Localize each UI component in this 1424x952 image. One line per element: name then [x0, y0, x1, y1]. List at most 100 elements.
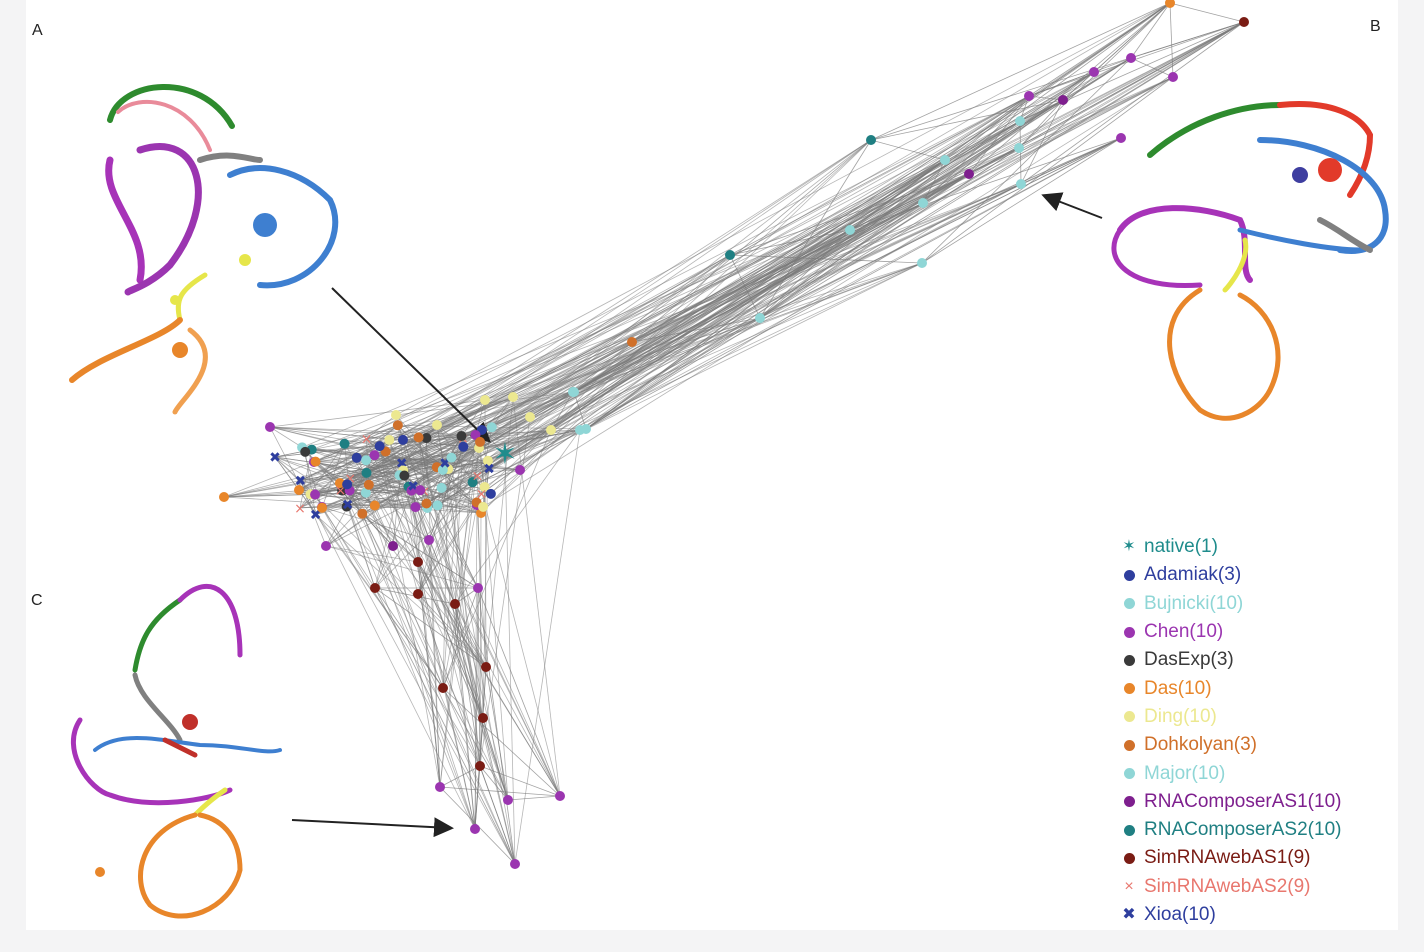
graph-node [866, 135, 876, 145]
graph-edge [418, 341, 633, 438]
graph-edge [585, 137, 1122, 430]
graph-edge [444, 95, 1030, 464]
graph-node [473, 583, 483, 593]
graph-node [437, 464, 448, 475]
legend-label: Adamiak(3) [1144, 564, 1242, 586]
graph-node [294, 485, 304, 495]
graph-node [351, 452, 362, 463]
graph-edge [301, 147, 1020, 448]
graph-node [339, 438, 350, 449]
graph-edge [341, 21, 1245, 491]
graph-edge [1169, 2, 1245, 23]
graph-edge [441, 120, 1021, 489]
graph-edge [223, 480, 301, 498]
graph-edge [507, 795, 561, 801]
graph-node [503, 795, 513, 805]
graph-edge [484, 399, 487, 668]
graph-node: ✖ [310, 508, 322, 524]
legend-label: Chen(10) [1144, 621, 1224, 643]
graph-edge [314, 494, 516, 865]
graph-node [369, 450, 380, 461]
graph-edge [344, 443, 561, 797]
graph-edge [454, 429, 581, 605]
legend-item: ×SimRNAwebAS2(9) [1118, 873, 1408, 901]
legend-item: DasExp(3) [1118, 646, 1408, 674]
graph-edge [374, 587, 444, 689]
graph-node [370, 583, 380, 593]
graph-edge [478, 202, 924, 449]
graph-edge [417, 435, 462, 595]
graph-node [341, 501, 352, 512]
graph-edge [441, 487, 476, 830]
graph-node [725, 250, 735, 260]
graph-edge [223, 459, 367, 498]
graph-node [265, 422, 275, 432]
graph-node [446, 452, 457, 463]
graph-edge [921, 137, 1122, 264]
graph-node [432, 420, 442, 430]
graph-edge [491, 426, 587, 430]
graph-edge [347, 504, 376, 589]
legend-item: RNAComposerAS1(10) [1118, 788, 1408, 816]
graph-node [510, 859, 520, 869]
graph-edge [479, 765, 516, 865]
graph-node [438, 683, 448, 693]
graph-edge [485, 666, 509, 801]
graph-node [435, 782, 445, 792]
graph-edge [418, 437, 484, 719]
graph-edge [1130, 2, 1171, 59]
graph-edge [311, 183, 1022, 450]
circle-marker-icon [1118, 598, 1140, 610]
graph-node [917, 258, 927, 268]
panel-label-a: A [32, 22, 43, 39]
circle-marker-icon [1118, 852, 1140, 864]
graph-edge [512, 396, 561, 797]
legend-item: SimRNAwebAS1(9) [1118, 844, 1408, 872]
graph-edge [347, 504, 476, 830]
graph-node [436, 482, 447, 493]
graph-edge [274, 456, 479, 589]
graph-node: ✖ [483, 461, 495, 477]
graph-edge [490, 341, 633, 495]
graph-edge [572, 95, 1030, 393]
graph-edge [485, 396, 514, 668]
graph-edge [374, 470, 404, 589]
graph-node [432, 500, 443, 511]
graph-edge [454, 441, 481, 605]
graph-node: × [335, 483, 347, 499]
graph-node [219, 492, 229, 502]
graph-edge [344, 76, 1174, 445]
graph-edge [442, 262, 923, 471]
graph-node [568, 387, 578, 397]
legend-item: Chen(10) [1118, 618, 1408, 646]
legend-item: Das(10) [1118, 674, 1408, 702]
graph-edge [325, 545, 479, 589]
graph-node [458, 441, 469, 452]
graph-node [1239, 17, 1249, 27]
panel-label-c: C [31, 592, 43, 609]
graph-node [1058, 95, 1068, 105]
graph-node [361, 467, 372, 478]
graph-edge [426, 469, 444, 504]
graph-node [467, 477, 478, 488]
graph-edge [477, 475, 561, 797]
legend-label: DasExp(3) [1144, 649, 1234, 671]
graph-edge [436, 424, 516, 865]
circle-marker-icon [1118, 768, 1140, 780]
legend-item: ✶native(1) [1118, 533, 1408, 561]
graph-edge [484, 183, 1022, 401]
graph-edge [366, 438, 484, 719]
graph-edge [365, 492, 444, 689]
graph-edge [397, 424, 464, 439]
graph-edge [461, 147, 1020, 437]
graph-node [399, 470, 410, 481]
graph-node [421, 432, 432, 443]
panel-label-b: B [1370, 18, 1381, 35]
legend-label: Ding(10) [1144, 705, 1217, 727]
graph-edge [1130, 57, 1174, 78]
graph-node [918, 198, 928, 208]
graph-edge [419, 254, 731, 491]
graph-edge [395, 2, 1171, 416]
graph-edge [439, 434, 476, 788]
graph-edge [488, 21, 1245, 469]
